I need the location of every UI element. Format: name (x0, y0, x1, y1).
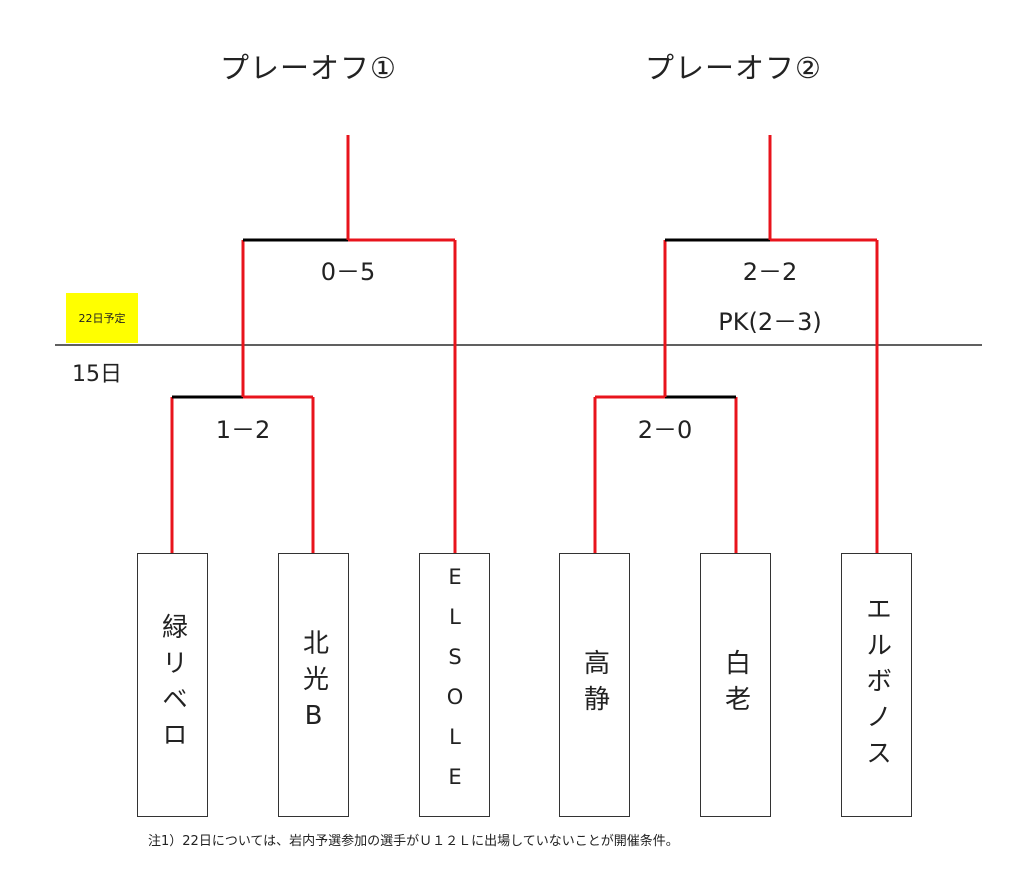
team-box-4: 高静 (559, 553, 630, 817)
p2-final-pk: PK(2－3) (718, 308, 822, 336)
p2-semi-score: 2－0 (637, 416, 693, 444)
team-name: 高静 (579, 649, 610, 721)
team-box-2: 北光B (278, 553, 349, 817)
team-box-1: 緑リベロ (137, 553, 208, 817)
p2-final-score: 2－2 (742, 258, 798, 286)
team-box-5: 白老 (700, 553, 771, 817)
day-15-label: 15日 (72, 362, 122, 387)
playoff1-title: プレーオフ① (220, 51, 397, 85)
playoff2-title: プレーオフ② (645, 51, 822, 85)
team-name: ELSOLE (443, 565, 467, 805)
footnote: 注1）22日については、岩内予選参加の選手がＵ１２Ｌに出場していないことが開催条… (148, 834, 679, 849)
team-box-3: ELSOLE (419, 553, 490, 817)
team-name: エルボノス (861, 595, 892, 775)
team-name: 北光B (298, 629, 329, 741)
team-name: 緑リベロ (157, 613, 188, 757)
team-box-6: エルボノス (841, 553, 912, 817)
playoff2-bracket (593, 135, 879, 553)
p1-semi-score: 1－2 (215, 416, 271, 444)
team-name: 白老 (720, 649, 751, 721)
scheduled-22-badge: 22日予定 (66, 293, 138, 343)
p1-final-score: 0－5 (320, 258, 376, 286)
playoff1-bracket (170, 135, 457, 553)
